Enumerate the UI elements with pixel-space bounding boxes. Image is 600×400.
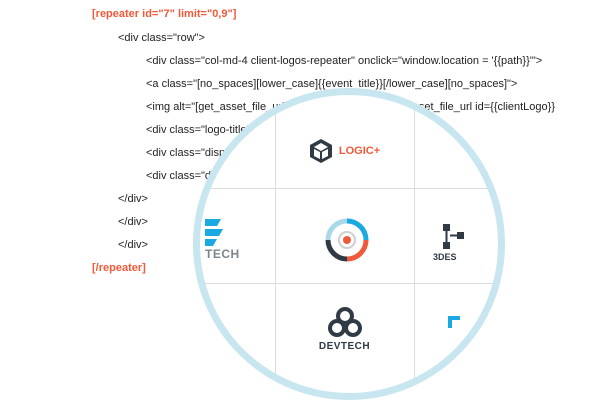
code-line: <div class="row"> <box>118 32 205 44</box>
code-line: <a class="[no_spaces][lower_case]{{event… <box>146 78 518 90</box>
logo-center-target[interactable] <box>319 212 375 268</box>
grid-line <box>414 94 415 394</box>
code-line: <div class="logo-title"> <box>146 124 257 136</box>
logo-partial-bottom-right[interactable] <box>444 312 464 332</box>
grid-line <box>275 94 276 394</box>
code-line-fragment: et_asset_file_url id={{clientLogo}} <box>392 101 555 113</box>
partial-logo-icon <box>448 316 460 328</box>
network-nodes-icon <box>443 224 464 249</box>
code-line: </div> <box>118 193 148 205</box>
code-line: <div class="col-md-4 client-logos-repeat… <box>146 55 543 67</box>
code-line: </div> <box>118 216 148 228</box>
grid-line <box>199 283 499 284</box>
code-line-repeater-close: [/repeater] <box>92 262 146 274</box>
magnifier-lens: LOGIC+ TECH 3DES <box>199 94 499 394</box>
code-line: </div> <box>118 239 148 251</box>
logo-devtech-text: DEVTECH <box>318 340 371 352</box>
stripes-icon <box>205 219 223 246</box>
code-line: <img alt="[get_asset_file_url id={{c <box>146 101 316 113</box>
logo-3des-text: 3DES <box>433 252 457 262</box>
logo-devtech[interactable]: DEVTECH <box>275 294 414 364</box>
logo-tech-text: TECH <box>205 247 240 261</box>
three-circles-icon <box>327 306 362 337</box>
logo-3des[interactable]: 3DES <box>424 212 499 272</box>
logo-tech[interactable]: TECH <box>199 209 275 269</box>
target-logo-icon <box>325 218 369 262</box>
cube-icon <box>309 139 332 163</box>
code-line-repeater-open: [repeater id="7" limit="0,9"] <box>92 8 237 20</box>
grid-line <box>199 188 499 189</box>
logo-logic-text: LOGIC+ <box>338 145 381 157</box>
logo-logic-plus[interactable]: LOGIC+ <box>275 114 414 188</box>
code-line: <div class="disp <box>146 170 226 182</box>
